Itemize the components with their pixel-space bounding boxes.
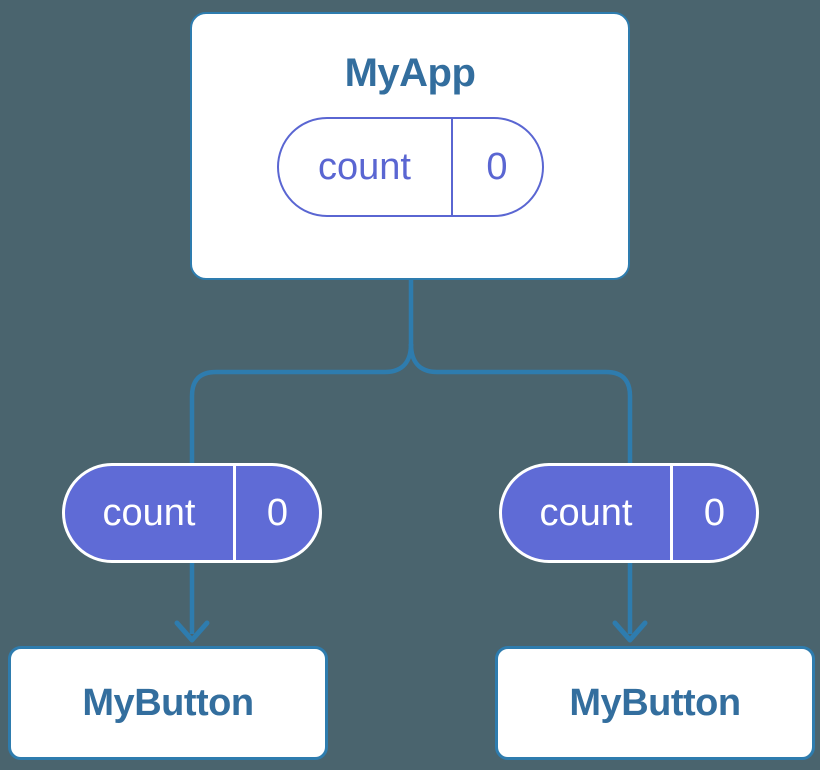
parent-state-value: 0 xyxy=(486,145,508,188)
child-right-state-value: 0 xyxy=(703,491,726,534)
child-state-pill-right: count 0 xyxy=(499,463,759,563)
child-node-mybutton-right: MyButton xyxy=(495,646,815,760)
child-right-title: MyButton xyxy=(569,681,741,724)
parent-state-name: count xyxy=(279,119,453,215)
parent-node-myapp: MyApp count 0 xyxy=(190,12,630,280)
parent-state-pill: count 0 xyxy=(276,117,544,217)
child-left-title: MyButton xyxy=(82,681,254,724)
left-arrowhead xyxy=(174,620,210,643)
child-left-state-value: 0 xyxy=(266,491,289,534)
left-branch-line xyxy=(189,343,414,465)
child-right-state-name: count xyxy=(502,466,673,560)
child-left-state-name: count xyxy=(65,466,236,560)
child-node-mybutton-left: MyButton xyxy=(8,646,328,760)
right-branch-line xyxy=(408,343,633,465)
parent-node-title: MyApp xyxy=(344,51,476,95)
right-arrowhead xyxy=(612,620,648,643)
child-state-pill-left: count 0 xyxy=(62,463,322,563)
